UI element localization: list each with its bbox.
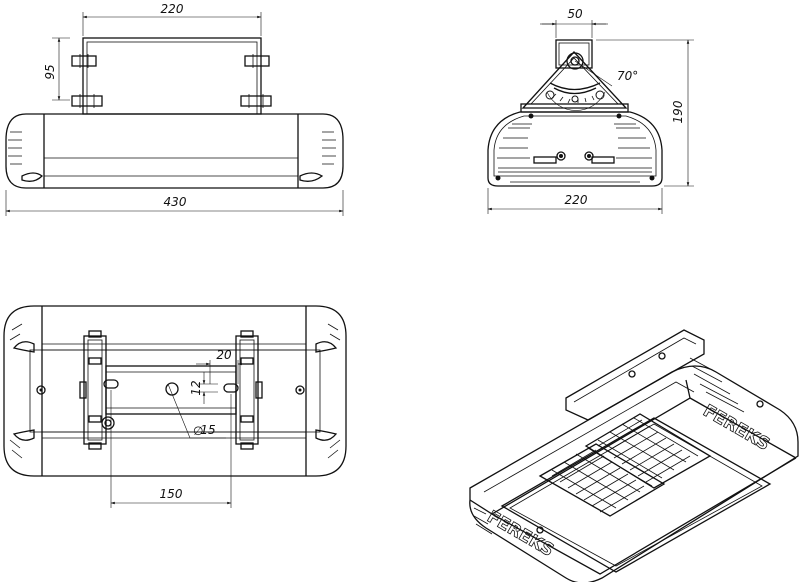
front-right-fins: [322, 131, 336, 165]
dim-label-50: 50: [567, 7, 583, 21]
dim-label-dia-15: 15: [200, 423, 215, 437]
isometric-view: FEREKS FEREKS: [469, 329, 799, 582]
iso-mount-plate: [565, 329, 705, 421]
dim-front-height: 220: [82, 2, 262, 36]
front-bracket: [71, 37, 272, 115]
side-right-fins: [614, 123, 652, 159]
side-left-fins: [497, 123, 532, 159]
bolt-bottom-right: [240, 94, 272, 108]
front-view: 220 95 430: [5, 2, 344, 216]
dim-top-hole-diameter: 15 ∅: [167, 383, 226, 439]
dim-label-430: 430: [164, 195, 187, 209]
top-bracket: [79, 330, 263, 450]
side-bracket: 70°: [520, 51, 638, 113]
iso-led-module-lower: [538, 443, 666, 517]
dim-front-length: 430: [5, 190, 344, 216]
top-view: 20 12 15 ∅ 150: [3, 305, 347, 508]
dim-label-220-top: 220: [161, 2, 184, 16]
dim-label-190: 190: [671, 100, 685, 123]
bolt-bottom-left: [71, 94, 103, 108]
dim-label-20: 20: [216, 348, 232, 362]
dim-label-12: 12: [189, 380, 203, 395]
front-left-fins: [8, 131, 22, 165]
mounting-slot-left: [103, 379, 119, 389]
dim-side-width: 220: [487, 188, 663, 214]
dim-label-95: 95: [43, 64, 57, 79]
side-mount-post: [555, 39, 593, 69]
side-view: 70°: [487, 7, 694, 214]
iso-left-fins: [473, 507, 493, 535]
dim-side-height: 190: [596, 39, 694, 187]
mounting-hole-center: [165, 382, 179, 396]
dim-label-150: 150: [160, 487, 183, 501]
dim-label-70deg: 70°: [617, 69, 638, 83]
iso-right-fins: [689, 357, 745, 413]
dim-label-220-side: 220: [565, 193, 588, 207]
dim-top-hole-spacing: 150: [110, 390, 232, 508]
side-housing: [487, 111, 663, 187]
brand-label-back: FEREKS: [700, 401, 774, 455]
dim-top-slot-width: 12: [189, 372, 218, 404]
mounting-slot-right: [223, 383, 239, 393]
dim-top-slot-offset: 20: [196, 348, 252, 384]
front-housing: [5, 113, 344, 189]
dim-side-bracket-width: 50: [540, 7, 608, 38]
top-corner-feet: [12, 341, 338, 441]
tilt-arc: [546, 91, 606, 111]
top-housing: [3, 305, 347, 477]
dim-front-side-height: 95: [43, 37, 70, 101]
iso-housing: FEREKS FEREKS: [469, 357, 799, 582]
bolt-top-left: [71, 54, 97, 68]
bolt-top-right: [244, 54, 270, 68]
diameter-symbol: ∅: [193, 424, 203, 438]
